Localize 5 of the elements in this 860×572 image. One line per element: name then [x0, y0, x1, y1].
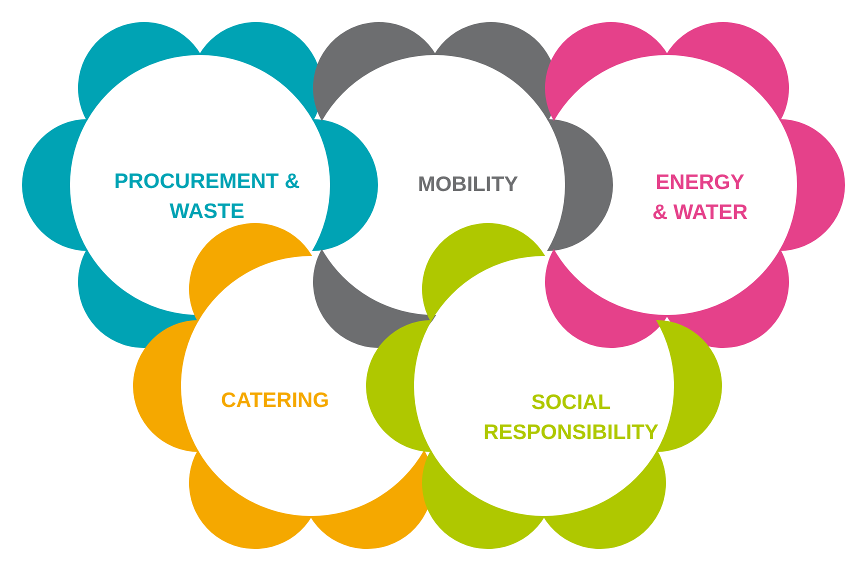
- category-label: PROCUREMENT & WASTE: [113, 168, 301, 225]
- category-label: MOBILITY: [416, 172, 520, 198]
- category-label: SOCIAL RESPONSIBILITY: [482, 390, 660, 446]
- category-label: ENERGY & WATER: [651, 170, 749, 226]
- category-label: CATERING: [220, 388, 330, 414]
